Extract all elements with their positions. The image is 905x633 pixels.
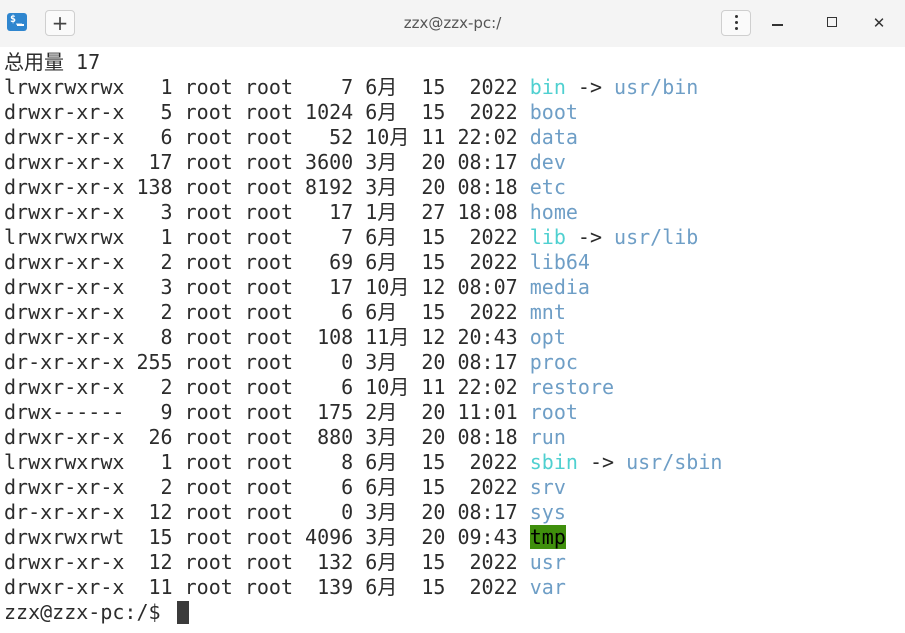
window-title: zzx@zzx-pc:/ xyxy=(403,14,502,32)
prompt-line: zzx@zzx-pc:/$ xyxy=(4,600,189,625)
minimize-button[interactable] xyxy=(767,12,789,34)
text-cursor[interactable] xyxy=(176,601,189,624)
entry-info: drwxr-xr-x 3 root root 17 10月 12 08:07 xyxy=(4,275,530,299)
entry-name: etc xyxy=(529,175,566,199)
entry-info: drwxr-xr-x 138 root root 8192 3月 20 08:1… xyxy=(4,175,530,199)
total-text: 总用量 17 xyxy=(4,50,101,74)
entry-name: boot xyxy=(529,100,578,124)
entry-name: tmp xyxy=(529,525,566,549)
symlink-target: usr/lib xyxy=(614,225,699,249)
kebab-menu-icon xyxy=(735,15,738,18)
entry-info: lrwxrwxrwx 1 root root 7 6月 15 2022 xyxy=(4,75,530,99)
entry-info: drwxr-xr-x 12 root root 132 6月 15 2022 xyxy=(4,550,530,574)
listing-row: drwxr-xr-x 8 root root 108 11月 12 20:43 … xyxy=(4,325,566,350)
entry-info: dr-xr-xr-x 255 root root 0 3月 20 08:17 xyxy=(4,350,530,374)
entry-name: mnt xyxy=(529,300,566,324)
listing-row: drwxr-xr-x 2 root root 6 10月 11 22:02 re… xyxy=(4,375,614,400)
symlink-target: usr/sbin xyxy=(626,450,723,474)
entry-name: lib64 xyxy=(529,250,590,274)
total-line: 总用量 17 xyxy=(4,50,100,75)
listing-row: drwxr-xr-x 12 root root 132 6月 15 2022 u… xyxy=(4,550,566,575)
entry-info: drwxr-xr-x 3 root root 17 1月 27 18:08 xyxy=(4,200,530,224)
entry-name: bin xyxy=(529,75,566,99)
listing-row: drwxr-xr-x 17 root root 3600 3月 20 08:17… xyxy=(4,150,566,175)
entry-name: root xyxy=(529,400,578,424)
entry-name: run xyxy=(529,425,566,449)
entry-name: usr xyxy=(529,550,566,574)
entry-name: data xyxy=(529,125,578,149)
entry-info: lrwxrwxrwx 1 root root 8 6月 15 2022 xyxy=(4,450,530,474)
entry-name: srv xyxy=(529,475,566,499)
close-button[interactable]: ✕ xyxy=(868,12,890,34)
entry-info: drwxr-xr-x 5 root root 1024 6月 15 2022 xyxy=(4,100,530,124)
maximize-button[interactable] xyxy=(822,12,844,34)
entry-info: drwx------ 9 root root 175 2月 20 11:01 xyxy=(4,400,530,424)
entry-name: sys xyxy=(529,500,566,524)
listing-row: drwxrwxrwt 15 root root 4096 3月 20 09:43… xyxy=(4,525,566,550)
entry-name: media xyxy=(529,275,590,299)
terminal-app-icon: $_ xyxy=(7,13,27,31)
listing-row: lrwxrwxrwx 1 root root 7 6月 15 2022 bin … xyxy=(4,75,698,100)
plus-icon: + xyxy=(51,11,69,35)
entry-info: drwxr-xr-x 8 root root 108 11月 12 20:43 xyxy=(4,325,530,349)
listing-row: drwxr-xr-x 3 root root 17 10月 12 08:07 m… xyxy=(4,275,590,300)
listing-row: drwxr-xr-x 2 root root 69 6月 15 2022 lib… xyxy=(4,250,590,275)
entry-info: lrwxrwxrwx 1 root root 7 6月 15 2022 xyxy=(4,225,530,249)
entry-info: drwxrwxrwt 15 root root 4096 3月 20 09:43 xyxy=(4,525,530,549)
entry-info: drwxr-xr-x 6 root root 52 10月 11 22:02 xyxy=(4,125,530,149)
listing-row: lrwxrwxrwx 1 root root 7 6月 15 2022 lib … xyxy=(4,225,698,250)
listing-row: drwxr-xr-x 6 root root 52 10月 11 22:02 d… xyxy=(4,125,578,150)
entry-info: dr-xr-xr-x 12 root root 0 3月 20 08:17 xyxy=(4,500,530,524)
entry-info: drwxr-xr-x 17 root root 3600 3月 20 08:17 xyxy=(4,150,530,174)
listing-row: drwxr-xr-x 3 root root 17 1月 27 18:08 ho… xyxy=(4,200,578,225)
listing-row: dr-xr-xr-x 12 root root 0 3月 20 08:17 sy… xyxy=(4,500,566,525)
terminal-app-icon-label: $_ xyxy=(10,14,23,25)
symlink-arrow: -> xyxy=(577,450,627,474)
listing-row: drwxr-xr-x 5 root root 1024 6月 15 2022 b… xyxy=(4,100,578,125)
entry-name: opt xyxy=(529,325,566,349)
entry-name: sbin xyxy=(529,450,578,474)
entry-info: drwxr-xr-x 2 root root 6 6月 15 2022 xyxy=(4,300,530,324)
listing-row: lrwxrwxrwx 1 root root 8 6月 15 2022 sbin… xyxy=(4,450,722,475)
listing-row: drwxr-xr-x 2 root root 6 6月 15 2022 mnt xyxy=(4,300,566,325)
listing-row: drwx------ 9 root root 175 2月 20 11:01 r… xyxy=(4,400,578,425)
title-bar: $_ + zzx@zzx-pc:/ ✕ xyxy=(0,0,905,48)
entry-info: drwxr-xr-x 11 root root 139 6月 15 2022 xyxy=(4,575,530,599)
entry-info: drwxr-xr-x 2 root root 6 6月 15 2022 xyxy=(4,475,530,499)
entry-info: drwxr-xr-x 2 root root 69 6月 15 2022 xyxy=(4,250,530,274)
symlink-arrow: -> xyxy=(565,75,615,99)
entry-name: lib xyxy=(529,225,566,249)
entry-info: drwxr-xr-x 2 root root 6 10月 11 22:02 xyxy=(4,375,530,399)
menu-button[interactable] xyxy=(721,10,751,36)
listing-row: dr-xr-xr-x 255 root root 0 3月 20 08:17 p… xyxy=(4,350,578,375)
entry-name: var xyxy=(529,575,566,599)
new-tab-button[interactable]: + xyxy=(45,10,75,36)
shell-prompt: zzx@zzx-pc:/$ xyxy=(4,600,173,624)
listing-row: drwxr-xr-x 11 root root 139 6月 15 2022 v… xyxy=(4,575,566,600)
listing-row: drwxr-xr-x 26 root root 880 3月 20 08:18 … xyxy=(4,425,566,450)
listing-row: drwxr-xr-x 138 root root 8192 3月 20 08:1… xyxy=(4,175,566,200)
symlink-target: usr/bin xyxy=(614,75,699,99)
entry-name: dev xyxy=(529,150,566,174)
entry-name: proc xyxy=(529,350,578,374)
entry-name: home xyxy=(529,200,578,224)
entry-name: restore xyxy=(529,375,615,399)
close-icon: ✕ xyxy=(872,14,886,32)
listing-row: drwxr-xr-x 2 root root 6 6月 15 2022 srv xyxy=(4,475,566,500)
symlink-arrow: -> xyxy=(565,225,615,249)
entry-info: drwxr-xr-x 26 root root 880 3月 20 08:18 xyxy=(4,425,530,449)
